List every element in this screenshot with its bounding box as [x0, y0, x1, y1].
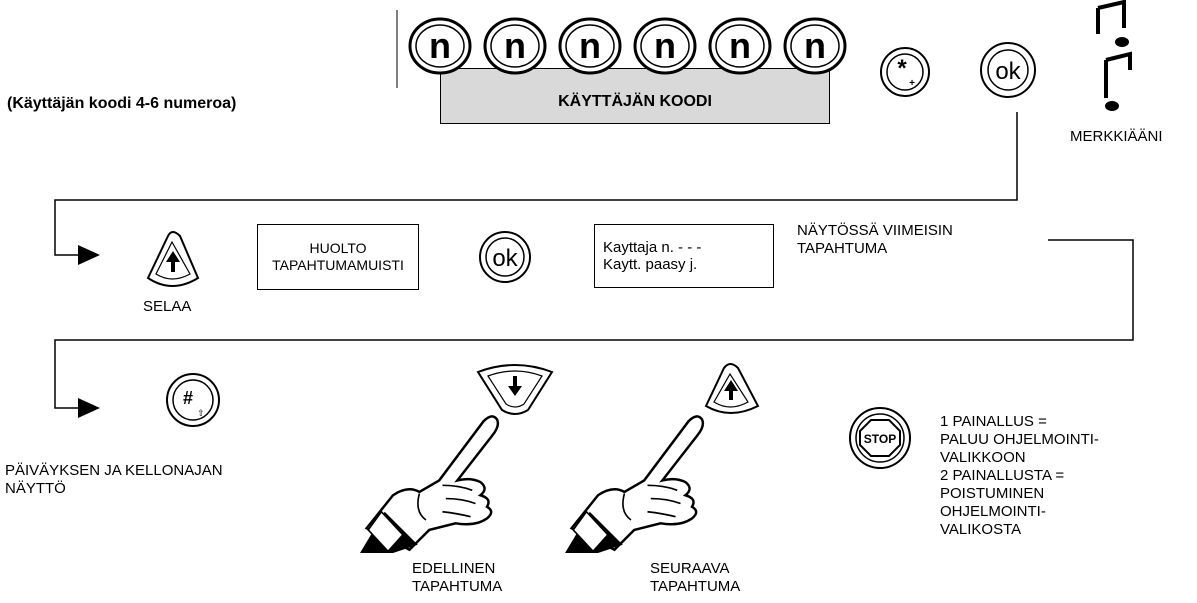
flow-arrow-2: [78, 398, 100, 418]
display-note-line-1: NÄYTÖSSÄ VIIMEISIN: [797, 222, 953, 239]
stop-note-line: PALUU OHJELMOINTI-: [940, 431, 1099, 448]
digit-key-3: n: [558, 17, 622, 75]
event-line-2: Kaytt. paasy j.: [603, 256, 698, 273]
flow-arrow-1: [78, 245, 100, 265]
beep-label: MERKKIÄÄNI: [1070, 128, 1163, 145]
digit-key-2: n: [483, 17, 547, 75]
next-line-1: SEURAAVA: [650, 560, 730, 577]
previous-line-1: EDELLINEN: [412, 560, 496, 577]
datetime-line-1: PÄIVÄYKSEN JA KELLONAJAN: [5, 462, 223, 479]
svg-text:#: #: [183, 388, 193, 408]
menu-line-1: HUOLTO: [309, 240, 367, 256]
digit-key-label: n: [729, 25, 751, 66]
digit-key-1: n: [408, 17, 472, 75]
menu-line-2: TAPAHTUMAMUISTI: [272, 257, 404, 273]
up-arrow-key-icon: [146, 231, 200, 287]
digit-key-4: n: [633, 17, 697, 75]
pointing-hand-icon: [360, 415, 500, 553]
stop-note-line: OHJELMOINTI-: [940, 503, 1046, 520]
next-event-label: SEURAAVA TAPAHTUMA: [650, 560, 740, 596]
ok-key-label: ok: [995, 58, 1021, 85]
digit-key-label: n: [804, 25, 826, 66]
datetime-label: PÄIVÄYKSEN JA KELLONAJAN NÄYTTÖ: [5, 462, 223, 498]
user-code-box: KÄYTTÄJÄN KOODI: [440, 68, 830, 124]
down-arrow-key-icon: [476, 364, 554, 415]
previous-event-label: EDELLINEN TAPAHTUMA: [412, 560, 502, 596]
display-note: NÄYTÖSSÄ VIIMEISIN TAPAHTUMA: [797, 222, 953, 258]
star-key-icon: * +: [880, 47, 930, 97]
digit-key-6: n: [783, 17, 847, 75]
svg-text:*: *: [897, 55, 907, 82]
svg-text:+: +: [909, 78, 915, 89]
flow-line-2: [54, 239, 1134, 409]
ok-key-icon: ok: [479, 231, 531, 283]
pointing-hand-icon: [565, 415, 705, 553]
digit-key-5: n: [708, 17, 772, 75]
ok-key-label: ok: [492, 245, 518, 272]
scroll-label: SELAA: [143, 298, 192, 315]
next-line-2: TAPAHTUMA: [650, 578, 741, 595]
hash-key-icon: # ⇧: [166, 373, 220, 427]
stop-key-icon: STOP: [849, 407, 911, 469]
code-hint: (Käyttäjän koodi 4-6 numeroa): [7, 95, 237, 112]
stop-key-label: STOP: [864, 432, 896, 446]
user-code-label: KÄYTTÄJÄN KOODI: [558, 93, 712, 110]
stop-note-line: POISTUMINEN: [940, 485, 1045, 502]
up-arrow-key-icon: [704, 363, 760, 414]
stop-note-line: VALIKOSTA: [940, 521, 1022, 538]
stop-note-line: 2 PAINALLUSTA =: [940, 467, 1065, 484]
digit-key-label: n: [504, 25, 526, 66]
digit-key-label: n: [579, 25, 601, 66]
flow-line-1: [54, 112, 1018, 256]
previous-line-2: TAPAHTUMA: [412, 578, 503, 595]
stop-notes: 1 PAINALLUS = PALUU OHJELMOINTI- VALIKKO…: [940, 413, 1099, 539]
event-display-box: Kayttaja n. - - - Kaytt. paasy j.: [594, 224, 774, 288]
datetime-line-2: NÄYTTÖ: [5, 480, 66, 497]
display-note-line-2: TAPAHTUMA: [797, 240, 888, 257]
stop-note-line: 1 PAINALLUS =: [940, 413, 1047, 430]
music-note-icon: [1096, 0, 1132, 111]
stop-note-line: VALIKKOON: [940, 449, 1026, 466]
digit-key-label: n: [654, 25, 676, 66]
ok-key-icon: ok: [980, 42, 1036, 98]
digit-key-label: n: [429, 25, 451, 66]
menu-display-box: HUOLTO TAPAHTUMAMUISTI: [257, 224, 419, 290]
svg-text:⇧: ⇧: [197, 409, 205, 419]
event-line-1: Kayttaja n. - - -: [603, 239, 702, 256]
